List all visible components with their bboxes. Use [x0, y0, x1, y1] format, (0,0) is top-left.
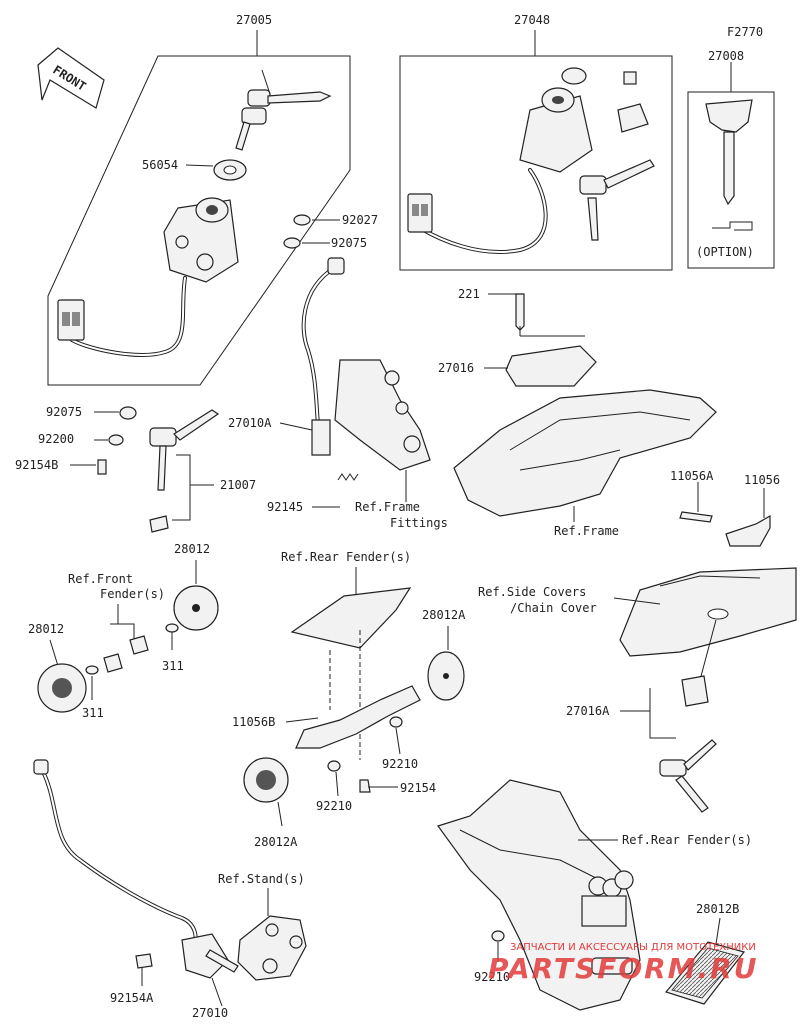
washer-92027	[293, 214, 311, 226]
label-28012a-top[interactable]: 28012A	[422, 608, 466, 622]
nut-fitting-b	[103, 653, 123, 673]
stand-bracket	[237, 915, 307, 981]
lock-27016a	[681, 675, 709, 707]
label-221[interactable]: 221	[458, 287, 480, 301]
bolt-92154b	[97, 459, 107, 475]
label-28012a-bottom[interactable]: 28012A	[254, 835, 298, 849]
nut-92210-b	[327, 760, 341, 772]
rear-fender-assembly	[437, 779, 641, 1011]
harness-27010a	[301, 266, 336, 427]
harness-27005	[70, 276, 187, 357]
switch-27010a	[311, 419, 331, 456]
license-light	[591, 957, 633, 975]
connector-27010a	[327, 257, 345, 275]
ref-frame: Ref.Frame	[554, 524, 619, 538]
ignition-switch-27005	[163, 197, 239, 283]
nut-311-a	[165, 623, 179, 633]
nut-92210-a	[389, 716, 403, 728]
holder-27016	[505, 345, 597, 387]
key-27016a	[659, 759, 687, 777]
frame-structure	[453, 389, 717, 517]
ref-rear-fender-bottom: Ref.Rear Fender(s)	[622, 833, 752, 847]
label-311-a[interactable]: 311	[162, 659, 184, 673]
label-92210-a[interactable]: 92210	[382, 757, 418, 771]
label-92154b[interactable]: 92154B	[15, 458, 58, 472]
bracket-11056b	[295, 685, 421, 749]
label-27005[interactable]: 27005	[236, 13, 272, 27]
ref-front-fender-1: Ref.Front	[68, 572, 133, 586]
label-27016[interactable]: 27016	[438, 361, 474, 375]
label-28012b[interactable]: 28012B	[696, 902, 739, 916]
connector-27048	[407, 193, 433, 233]
label-92154a[interactable]: 92154A	[110, 991, 154, 1005]
nut-fitting-a	[129, 635, 149, 655]
plate-mount	[581, 895, 627, 927]
spring-92145	[337, 473, 359, 481]
connector-27005	[57, 299, 85, 341]
label-27048[interactable]: 27048	[514, 13, 550, 27]
label-27016a[interactable]: 27016A	[566, 704, 610, 718]
ref-stand: Ref.Stand(s)	[218, 872, 305, 886]
group-27005-outline	[47, 55, 351, 386]
nut-92210-c	[491, 930, 505, 942]
harness-27048	[418, 168, 548, 254]
watermark-tagline: ЗАПЧАСТИ И АКСЕССУАРЫ ДЛЯ МОТОТЕХНИКИ	[510, 942, 756, 953]
label-11056b[interactable]: 11056B	[232, 715, 275, 729]
label-92210-b[interactable]: 92210	[316, 799, 352, 813]
washer-92200	[108, 434, 124, 446]
label-56054[interactable]: 56054	[142, 158, 178, 172]
front-arrow-icon: FRONT	[37, 47, 105, 109]
bracket-11056a	[679, 511, 713, 523]
bracket-11056	[725, 514, 771, 547]
watermark-brand: PARTSFORM.RU	[488, 952, 758, 985]
figure-code: F2770	[727, 25, 763, 39]
label-92145[interactable]: 92145	[267, 500, 303, 514]
label-92075-a[interactable]: 92075	[331, 236, 367, 250]
label-92075-b[interactable]: 92075	[46, 405, 82, 419]
label-28012-top[interactable]: 28012	[174, 542, 210, 556]
rear-fender-panel	[290, 587, 412, 649]
screw-221	[515, 293, 525, 331]
bolt-92154a	[135, 953, 153, 969]
switch-27010	[181, 933, 229, 979]
ignition-keys-27005	[235, 69, 332, 151]
ref-front-fender-2: Fender(s)	[100, 587, 165, 601]
blank-key-27008	[705, 99, 753, 231]
label-option: (OPTION)	[696, 245, 754, 259]
bolt-92154	[359, 779, 371, 793]
label-11056[interactable]: 11056	[744, 473, 780, 487]
ref-rear-fender-top: Ref.Rear Fender(s)	[281, 550, 411, 564]
ref-side-covers-1: Ref.Side Covers	[478, 585, 586, 599]
ref-side-covers-2: /Chain Cover	[510, 601, 597, 615]
label-27010a[interactable]: 27010A	[228, 416, 272, 430]
label-11056a[interactable]: 11056A	[670, 469, 714, 483]
ignition-switch-27048	[519, 67, 655, 241]
label-92027[interactable]: 92027	[342, 213, 378, 227]
label-92200[interactable]: 92200	[38, 432, 74, 446]
side-cover	[619, 567, 797, 657]
label-28012-left[interactable]: 28012	[28, 622, 64, 636]
harness-27010	[38, 764, 198, 946]
label-92154[interactable]: 92154	[400, 781, 436, 795]
connector-27010	[33, 759, 49, 775]
key-set-21007	[149, 409, 220, 533]
washer-92075-b	[119, 406, 137, 420]
frame-fittings-bracket	[334, 359, 431, 471]
label-92210-c[interactable]: 92210	[474, 970, 510, 984]
label-27008[interactable]: 27008	[708, 49, 744, 63]
washer-92075-a	[283, 237, 301, 249]
ref-frame-fittings-2: Fittings	[390, 516, 448, 530]
label-311-b[interactable]: 311	[82, 706, 104, 720]
label-27010[interactable]: 27010	[192, 1006, 228, 1020]
group-27048-outline	[399, 55, 673, 271]
nut-311-b	[85, 665, 99, 675]
ref-frame-fittings-1: Ref.Frame	[355, 500, 420, 514]
label-21007[interactable]: 21007	[220, 478, 256, 492]
